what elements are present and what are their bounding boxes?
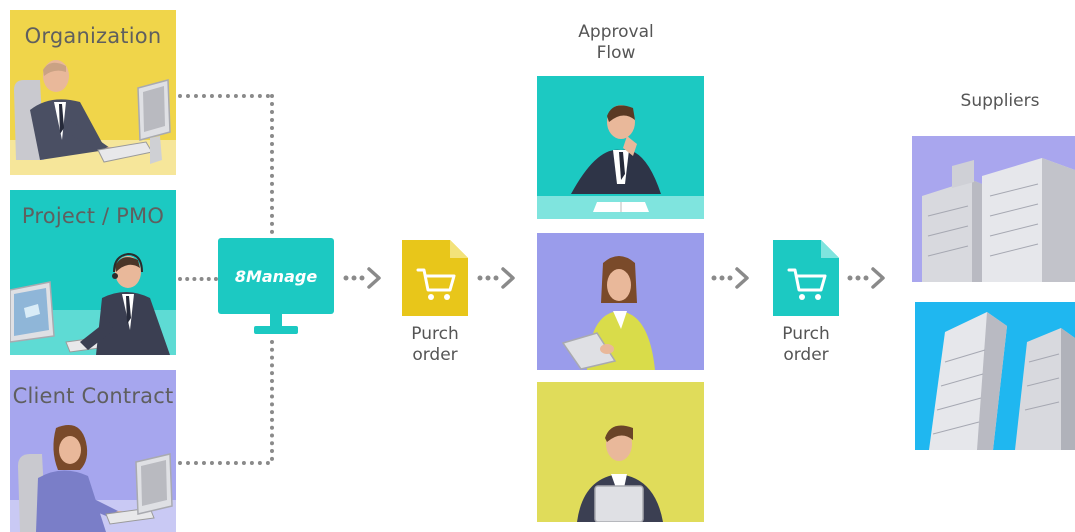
approval-flow-title: Approval Flow	[556, 22, 676, 64]
building-illustration	[929, 312, 1075, 450]
purchase-order-line2: order	[412, 345, 458, 365]
connector-client-v	[270, 340, 274, 461]
chevron-right-icon	[477, 267, 515, 289]
approver-1-panel	[537, 76, 704, 219]
connector-project-h	[178, 277, 218, 281]
client-contract-panel: Client Contract	[10, 370, 176, 532]
approver-3-panel	[537, 382, 704, 522]
purchase-order-line1: Purch	[411, 324, 459, 344]
chevron-right-icon	[711, 267, 749, 289]
office-worker-illustration	[10, 60, 176, 175]
approver-2-panel	[537, 233, 704, 370]
suppliers-label: Suppliers	[960, 91, 1040, 111]
building-illustration	[922, 158, 1075, 282]
supplier-building-2	[915, 302, 1075, 450]
connector-client-h	[178, 461, 270, 465]
hub-logo-text: 8Manage	[235, 267, 317, 286]
supplier-building-1	[912, 136, 1075, 282]
organization-label: Organization	[24, 24, 162, 48]
purchase-order-cart-icon	[402, 240, 468, 316]
connector-organization-h	[178, 94, 270, 98]
client-worker-illustration	[10, 425, 176, 532]
organization-panel: Organization	[10, 10, 176, 175]
approver-1-illustration	[537, 105, 704, 219]
chevron-right-icon	[343, 267, 381, 289]
purchase-order-cart-icon	[773, 240, 839, 316]
chevron-right-icon	[847, 267, 885, 289]
purchase-order-caption: Purch order	[395, 324, 475, 366]
approver-2-illustration	[561, 256, 655, 370]
project-worker-illustration	[10, 252, 176, 355]
approver-3-illustration	[577, 425, 663, 522]
approval-flow-line2: Flow	[596, 43, 636, 63]
project-pmo-label: Project / PMO	[21, 204, 165, 228]
approval-flow-line1: Approval	[578, 22, 654, 42]
client-contract-label: Client Contract	[12, 384, 174, 408]
purchase-order-2-line2: order	[783, 345, 829, 365]
purchase-order-2-caption: Purch order	[766, 324, 846, 366]
8manage-monitor-icon: 8Manage	[218, 238, 334, 334]
connector-organization-v	[270, 94, 274, 234]
purchase-order-2-line1: Purch	[782, 324, 830, 344]
project-pmo-panel: Project / PMO	[10, 190, 176, 355]
